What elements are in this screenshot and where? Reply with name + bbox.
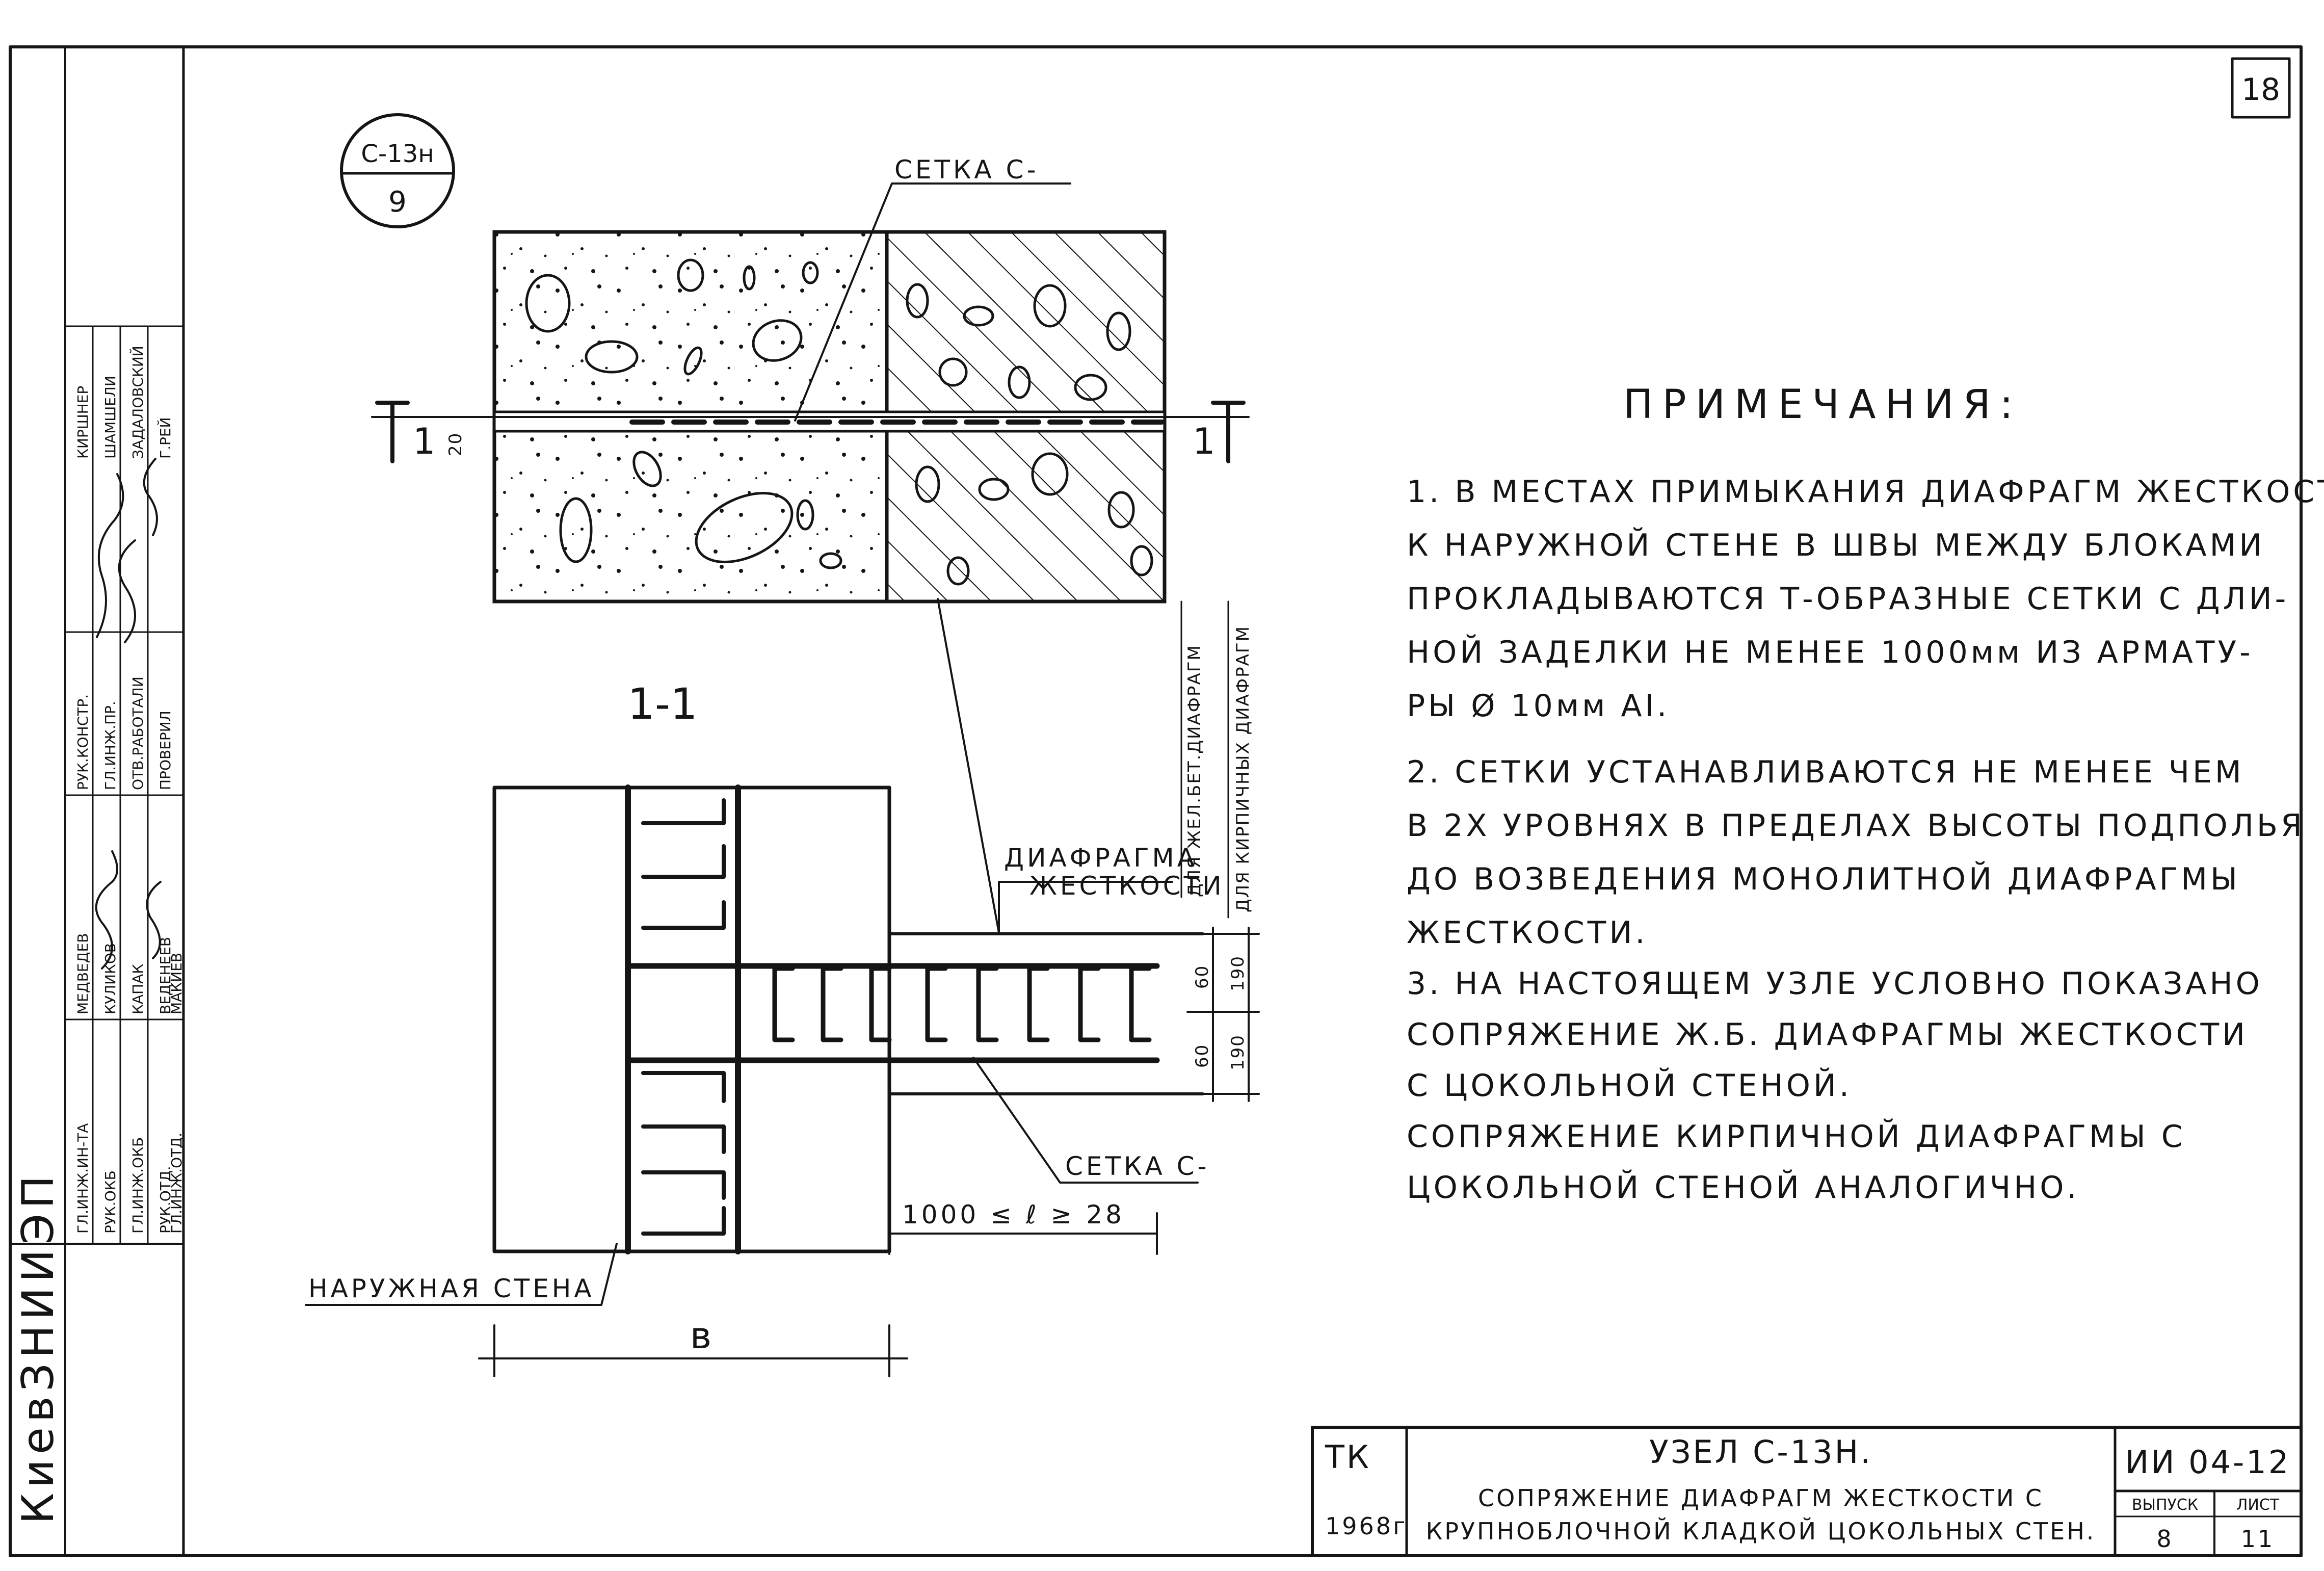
- vertical-label-1: ДЛЯ ЖЕЛ.БЕТ.ДИАФРАГМ: [1184, 644, 1205, 897]
- plan-section: 60 60 190 190 ДЛЯ ЖЕЛ.БЕТ.ДИАФРАГМ ДЛЯ К…: [305, 598, 1260, 1377]
- name: КАПАК: [129, 964, 146, 1014]
- role: ГЛ.ИНЖ.ПР.: [102, 701, 119, 790]
- tb-sheet: 11: [2241, 1525, 2275, 1553]
- label-mesh-bottom: СЕТКА С-: [1065, 1151, 1210, 1181]
- vertical-label-2: ДЛЯ КИРПИЧНЫХ ДИАФРАГМ: [1233, 625, 1253, 912]
- label-diaphragm-2: ЖЕСТКОСТИ: [1029, 871, 1225, 901]
- role: ОТВ.РАБОТАЛИ: [129, 676, 146, 790]
- role: ГЛ.ИНЖ.ОТД.: [168, 1133, 185, 1234]
- notes: ПРИМЕЧАНИЯ: 1. В МЕСТАХ ПРИМЫКАНИЯ ДИАФР…: [1407, 382, 2324, 1206]
- note-line: ПРОКЛАДЫВАЮТСЯ Т-ОБРАЗНЫЕ СЕТКИ С ДЛИ-: [1407, 581, 2289, 617]
- section-arrow-right: [1211, 401, 1246, 463]
- signature: [118, 539, 136, 643]
- role: РУК.ОТД.: [157, 1166, 174, 1234]
- wall-stirrups: [641, 798, 726, 1236]
- note-line: ЖЕСТКОСТИ.: [1407, 915, 1648, 951]
- title-block: ТК 1968г УЗЕЛ С-13Н. СОПРЯЖЕНИЕ ДИАФРАГМ…: [1311, 1426, 2303, 1557]
- signature: [96, 473, 124, 638]
- note-line: С ЦОКОЛЬНОЙ СТЕНОЙ.: [1407, 1067, 1852, 1104]
- leader-mesh-bottom: [972, 1057, 1199, 1184]
- dim-joint: 20: [445, 432, 466, 456]
- elevation-view: 1 1 20 СЕТКА С-: [371, 155, 1250, 604]
- note-line: В 2Х УРОВНЯХ В ПРЕДЕЛАХ ВЫСОТЫ ПОДПОЛЬЯ: [1407, 808, 2305, 844]
- tb-title-1: УЗЕЛ С-13Н.: [1649, 1433, 1872, 1471]
- detail-code: С-13н: [361, 140, 434, 168]
- leader-outer-wall: [305, 1243, 618, 1306]
- tb-title-3: КРУПНОБЛОЧНОЙ КЛАДКОЙ ЦОКОЛЬНЫХ СТЕН.: [1426, 1517, 2096, 1545]
- signature: [146, 881, 162, 959]
- name: КИРШНЕР: [74, 386, 91, 459]
- name: МЕДВЕДЕВ: [74, 933, 91, 1014]
- note-line: 1. В МЕСТАХ ПРИМЫКАНИЯ ДИАФРАГМ ЖЕСТКОСТ…: [1407, 474, 2324, 510]
- section-cut-left: 1: [413, 421, 436, 462]
- section-cut-right: 1: [1193, 421, 1216, 462]
- note-line: 2. СЕТКИ УСТАНАВЛИВАЮТСЯ НЕ МЕНЕЕ ЧЕМ: [1407, 754, 2244, 790]
- detail-marker: С-13н 9: [340, 113, 455, 228]
- name: ШАМШЕЛИ: [102, 376, 119, 459]
- name: Г.РЕЙ: [156, 417, 174, 459]
- tb-org-1: ТК: [1325, 1438, 1371, 1476]
- note-line: РЫ Ø 10мм АI.: [1407, 688, 1670, 724]
- note-line: ДО ВОЗВЕДЕНИЯ МОНОЛИТНОЙ ДИАФРАГМЫ: [1407, 860, 2240, 897]
- signature: [143, 458, 158, 536]
- note-line: 3. НА НАСТОЯЩЕМ УЗЛЕ УСЛОВНО ПОКАЗАНО: [1407, 966, 2263, 1002]
- detail-sheet: 9: [388, 186, 407, 219]
- tb-issue: 8: [2156, 1525, 2173, 1553]
- tb-title-2: СОПРЯЖЕНИЕ ДИАФРАГМ ЖЕСТКОСТИ С: [1478, 1484, 2044, 1512]
- role: ГЛ.ИНЖ.ИН-ТА: [74, 1123, 91, 1234]
- role: ГЛ.ИНЖ.ОКБ: [129, 1137, 146, 1234]
- name: ЗАДАЛОВСКИЙ: [129, 346, 146, 459]
- dim-60b: 60: [1192, 1044, 1212, 1068]
- outer-wall: [492, 786, 891, 1253]
- name: МАКИЕВ: [168, 953, 185, 1014]
- tb-org-2: 1968г: [1325, 1512, 1407, 1540]
- label-diaphragm-1: ДИАФРАГМА: [1004, 843, 1198, 873]
- name: ВЕДЕНЕЕВ: [157, 937, 174, 1014]
- sheet-number: 18: [2241, 72, 2280, 108]
- note-line: СОПРЯЖЕНИЕ КИРПИЧНОЙ ДИАФРАГМЫ С: [1407, 1118, 2186, 1155]
- label-mesh-top: СЕТКА С-: [894, 155, 1039, 185]
- tb-code: ИИ 04-12: [2125, 1444, 2291, 1481]
- tb-issue-label: ВЫПУСК: [2132, 1496, 2198, 1514]
- tb-sheet-label: ЛИСТ: [2236, 1496, 2280, 1514]
- note-line: ЦОКОЛЬНОЙ СТЕНОЙ АНАЛОГИЧНО.: [1407, 1169, 2080, 1206]
- sheet-number-box: 18: [2231, 57, 2291, 119]
- label-outer-wall: НАРУЖНАЯ СТЕНА: [308, 1274, 595, 1303]
- note-line: К НАРУЖНОЙ СТЕНЕ В ШВЫ МЕЖДУ БЛОКАМИ: [1407, 527, 2265, 563]
- section-arrow-left: [375, 401, 410, 463]
- leader-diaphragm: [937, 598, 1173, 934]
- side-stamp: КиевЗНИИЭП ГЛ.ИНЖ.ИН-ТА РУК.ОКБ ГЛ.ИНЖ.О…: [9, 45, 185, 1557]
- note-line: НОЙ ЗАДЕЛКИ НЕ МЕНЕЕ 1000мм ИЗ АРМАТУ-: [1407, 634, 2254, 670]
- notes-title: ПРИМЕЧАНИЯ:: [1623, 382, 2022, 428]
- stamp-roles: ГЛ.ИНЖ.ИН-ТА РУК.ОКБ ГЛ.ИНЖ.ОКБ РУК.ОТД.…: [74, 346, 185, 1234]
- diaphragm-stirrups: [772, 966, 1152, 1042]
- aggregate-hatched: [906, 283, 1153, 586]
- role: ПРОВЕРИЛ: [157, 711, 174, 790]
- section-label: 1-1: [627, 679, 697, 729]
- dim-60a: 60: [1192, 965, 1212, 989]
- dim-190a: 190: [1228, 955, 1248, 991]
- leader-mesh-top: [794, 182, 1071, 422]
- aggregate: [525, 258, 842, 569]
- label-anchor: 1000 ≤ ℓ ≥ 28: [902, 1200, 1125, 1229]
- role: РУК.ОКБ: [102, 1170, 119, 1234]
- role: РУК.КОНСТР.: [74, 694, 91, 790]
- dim-190b: 190: [1228, 1034, 1248, 1070]
- note-line: СОПРЯЖЕНИЕ Ж.Б. ДИАФРАГМЫ ЖЕСТКОСТИ: [1407, 1017, 2248, 1053]
- label-dim-b: в: [690, 1314, 711, 1357]
- signature: [95, 850, 118, 970]
- institute-name: КиевЗНИИЭП: [13, 1170, 64, 1524]
- dims-right: [1186, 927, 1260, 1102]
